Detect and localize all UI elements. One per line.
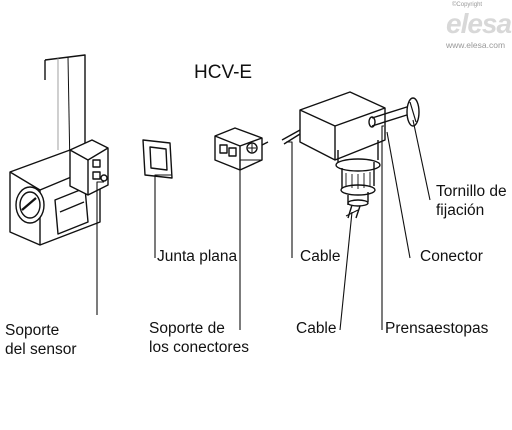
leader-sensor-support [96, 181, 104, 315]
elesa-logo: elesa [446, 8, 512, 39]
connector-support-drawing [214, 127, 269, 171]
leader-lines [96, 119, 431, 331]
leader-connector-support [239, 159, 262, 330]
label-connector: Conector [420, 248, 483, 265]
label-fixing-screw-line1: Tornillo de [436, 183, 507, 200]
label-connector-support: Soporte de los conectores [149, 320, 249, 357]
label-sensor-support: Soporte del sensor [5, 322, 77, 359]
leader-fixing-screw [412, 119, 431, 201]
leader-cable-top [286, 141, 293, 258]
brand-url: www.elesa.com [446, 40, 506, 50]
copyright-text: ©Copyright [452, 2, 483, 8]
label-fixing-screw-line2: fijación [436, 201, 485, 219]
leader-connector [386, 131, 411, 259]
label-flat-gasket: Junta plana [157, 248, 238, 265]
label-connector-support-line2: los conectores [149, 338, 249, 356]
connector-drawing [281, 91, 420, 219]
label-connector-support-line1: Soporte de [149, 320, 225, 337]
label-sensor-support-line1: Soporte [5, 322, 60, 339]
leader-cable-bottom [339, 211, 353, 331]
diagram-title: HCV-E [194, 62, 253, 83]
leader-flat-gasket [154, 174, 172, 258]
leader-cable-gland [381, 125, 384, 330]
flat-gasket-drawing [142, 139, 173, 179]
label-fixing-screw: Tornillo de fijación [436, 183, 507, 220]
label-cable-bottom: Cable [296, 320, 337, 337]
label-sensor-support-line2: del sensor [5, 340, 77, 358]
sensor-support-drawing [9, 54, 109, 246]
label-cable-top: Cable [300, 248, 341, 265]
label-cable-gland: Prensaestopas [385, 320, 489, 337]
